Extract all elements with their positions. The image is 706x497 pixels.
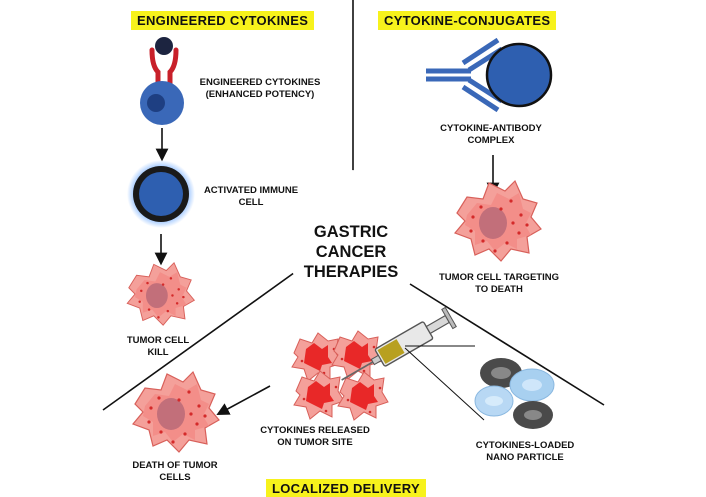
conjugates-header: CYTOKINE-CONJUGATES bbox=[378, 11, 557, 30]
activated-cell-icon bbox=[127, 160, 195, 228]
label-nano-particle: CYTOKINES-LOADED NANO PARTICLE bbox=[475, 440, 575, 463]
nanoparticle-icon bbox=[474, 358, 555, 429]
center-title: GASTRIC CANCER THERAPIES bbox=[303, 223, 399, 281]
tumor-cell-icon bbox=[454, 180, 542, 262]
tumor-cell-icon bbox=[126, 262, 195, 326]
tumor-cluster-icon bbox=[291, 330, 389, 421]
label-engineered-cytokines: ENGINEERED CYTOKINES (ENHANCED POTENCY) bbox=[199, 77, 321, 100]
receptor-cell-icon bbox=[140, 37, 184, 125]
right-divider bbox=[409, 283, 605, 406]
label-death-tumor: DEATH OF TUMOR CELLS bbox=[132, 460, 218, 483]
localized-header: LOCALIZED DELIVERY bbox=[266, 479, 426, 497]
callout-line bbox=[404, 347, 485, 421]
left-divider bbox=[102, 269, 299, 411]
label-antibody-complex: CYTOKINE-ANTIBODY COMPLEX bbox=[440, 123, 542, 146]
engineered-header: ENGINEERED CYTOKINES bbox=[131, 11, 315, 30]
label-activated-immune: ACTIVATED IMMUNE CELL bbox=[203, 185, 299, 208]
label-cytokines-released: CYTOKINES RELEASED ON TUMOR SITE bbox=[260, 425, 370, 448]
label-tumor-targeting: TUMOR CELL TARGETING TO DEATH bbox=[439, 272, 559, 295]
label-tumor-cell-kill: TUMOR CELL KILL bbox=[126, 335, 190, 358]
syringe-icon bbox=[341, 306, 457, 381]
center-circle bbox=[283, 170, 419, 306]
arrow-icon bbox=[216, 385, 271, 416]
tumor-cell-icon bbox=[132, 371, 220, 453]
antibody-icon bbox=[426, 37, 553, 113]
